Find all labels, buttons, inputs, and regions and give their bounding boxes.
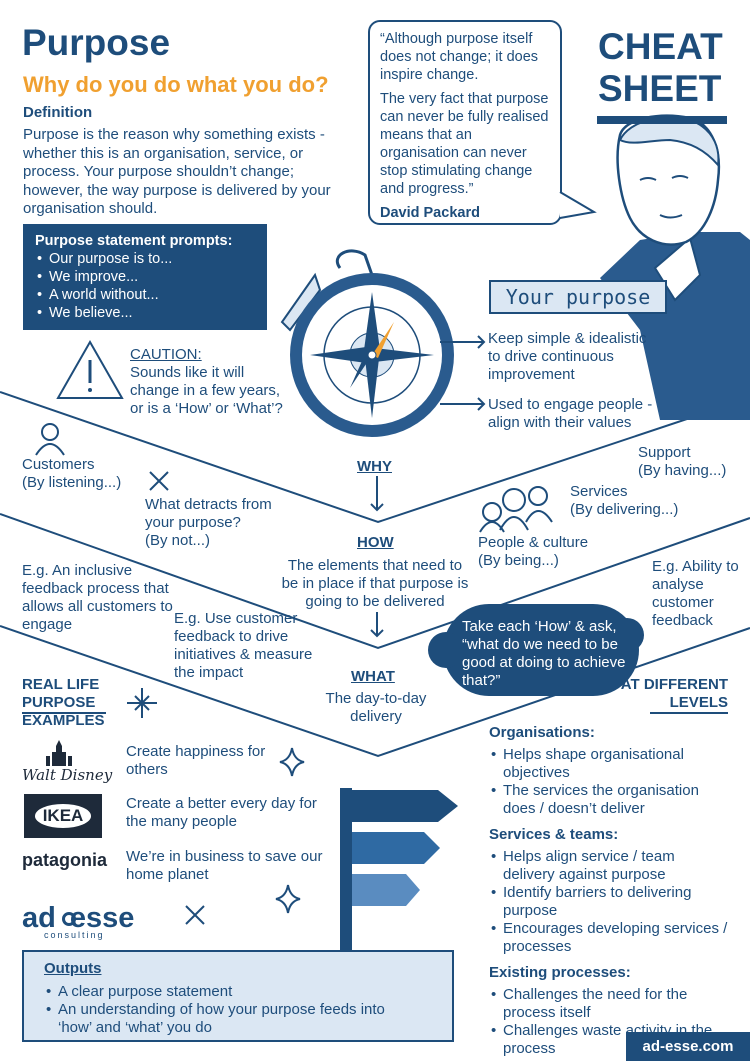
patagonia-purpose: We’re in business to save our home plane…	[126, 848, 323, 883]
people-group-icon	[479, 486, 553, 533]
prompts-box: Purpose statement prompts: Our purpose i…	[23, 224, 267, 330]
why-label: WHY	[357, 458, 392, 475]
what-text: The day-to-day delivery	[325, 690, 427, 725]
outputs-heading: Outputs	[44, 960, 102, 977]
level-title-organisations: Organisations:	[489, 724, 595, 741]
footer-url[interactable]: ad-esse.com	[626, 1032, 750, 1061]
how-label: HOW	[357, 534, 394, 551]
thought-bubble-lobe	[428, 632, 464, 668]
outputs-box: Outputs A clear purpose statement An und…	[22, 950, 454, 1042]
caution-triangle-icon	[56, 339, 124, 399]
services-label: Services (By delivering...)	[570, 483, 679, 518]
prompt-item: Our purpose is to...	[35, 250, 255, 268]
customers-label: Customers (By listening...)	[22, 456, 122, 491]
quote-tail	[559, 191, 597, 219]
signpost-illustration	[340, 788, 458, 964]
how-band-line	[0, 513, 750, 650]
level-item: Helps align service / team delivery agai…	[489, 848, 729, 884]
compass-illustration	[280, 249, 454, 437]
level-item: Helps shape organisational objectives	[489, 746, 729, 782]
output-item: An understanding of how your purpose fee…	[44, 1001, 414, 1037]
output-item: A clear purpose statement	[44, 983, 414, 1001]
thought-bubble	[443, 604, 639, 696]
cheat-sheet-underline	[597, 116, 727, 124]
quote-para-2: The very fact that purpose can never be …	[380, 91, 549, 197]
level-item: Challenges the need for the process itse…	[489, 986, 729, 1022]
support-label: Support (By having...)	[638, 444, 727, 479]
definition-heading: Definition	[23, 104, 93, 121]
caution-block: CAUTION: Sounds like it will change in a…	[130, 346, 290, 418]
how-example-left: E.g. An inclusive feedback process that …	[22, 562, 173, 633]
levels-underline	[650, 712, 728, 714]
levels-list: Organisations: Helps shape organisationa…	[489, 724, 729, 1058]
prompt-item: We improve...	[35, 268, 255, 286]
level-title-services: Services & teams:	[489, 826, 619, 843]
level-item: Encourages developing services / process…	[489, 920, 729, 956]
prompts-heading: Purpose statement prompts:	[35, 233, 233, 249]
customer-person-icon	[35, 423, 65, 456]
how-text: The elements that need to be in place if…	[281, 557, 469, 610]
page-subtitle: Why do you do what you do?	[23, 72, 329, 97]
patagonia-logo: patagonia	[22, 850, 108, 870]
disney-wordmark: Walt Disney	[22, 766, 113, 784]
disney-logo: Walt Disney	[22, 738, 112, 788]
your-purpose-label: Your purpose	[489, 280, 667, 314]
quote-author: David Packard	[380, 205, 480, 221]
level-item: The services the organisation does / doe…	[489, 782, 729, 818]
castle-icon	[46, 740, 72, 766]
levels-heading: AT DIFFERENT LEVELS	[620, 676, 728, 711]
cross-icon	[149, 471, 169, 491]
caution-label: CAUTION:	[130, 346, 202, 363]
disney-purpose: Create happiness for others	[126, 743, 266, 778]
ikea-purpose: Create a better every day for the many p…	[126, 795, 317, 830]
people-culture-label: People & culture (By being...)	[478, 534, 589, 569]
ikea-logo: IKEA	[24, 794, 102, 838]
cheat-sheet-label: CHEAT SHEET	[598, 26, 723, 109]
purpose-point-2: Used to engage people - align with their…	[488, 396, 653, 431]
examples-heading: REAL LIFE PURPOSE EXAMPLES	[22, 676, 105, 729]
page-title: Purpose	[22, 22, 171, 63]
what-example: E.g. Use customer feedback to drive init…	[174, 610, 313, 681]
sparkle-icons	[127, 688, 305, 925]
what-label: WHAT	[351, 668, 395, 685]
detracts-text: What detracts from your purpose? (By not…	[145, 496, 272, 549]
definition-text: Purpose is the reason why something exis…	[23, 126, 331, 217]
quote-bubble: “Although purpose itself does not change…	[368, 20, 562, 225]
how-example-right: E.g. Ability to analyse customer feedbac…	[652, 558, 739, 629]
prompt-item: We believe...	[35, 304, 255, 322]
adesse-sub: consulting	[44, 930, 105, 940]
examples-underline	[22, 712, 106, 714]
why-band-line	[0, 391, 750, 524]
level-item: Identify barriers to delivering purpose	[489, 884, 729, 920]
quote-para-1: “Although purpose itself does not change…	[380, 31, 539, 83]
caution-text: Sounds like it will change in a few year…	[130, 364, 283, 417]
thought-bubble-text: Take each ‘How’ & ask, “what do we need …	[462, 618, 626, 689]
thought-bubble-lobe	[610, 618, 644, 652]
purpose-point-1: Keep simple & idealistic to drive contin…	[488, 330, 647, 383]
adesse-ring-icon	[62, 912, 76, 926]
prompt-item: A world without...	[35, 286, 255, 304]
level-title-existing: Existing processes:	[489, 964, 631, 981]
prompts-list: Our purpose is to... We improve... A wor…	[35, 250, 255, 322]
